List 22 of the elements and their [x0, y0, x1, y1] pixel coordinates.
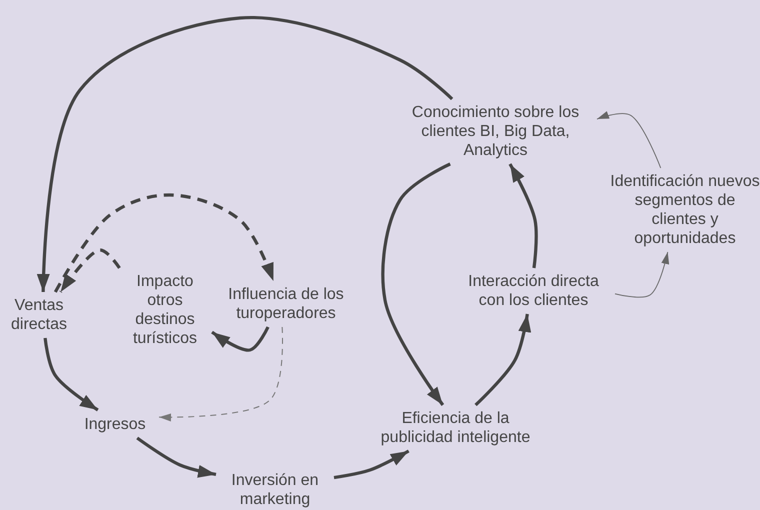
- variable-text: Conocimiento sobre los clientes BI, Big Data, Analytics: [410, 103, 580, 160]
- arrow: [381, 162, 451, 406]
- variable-text: Inversión en marketing: [230, 471, 320, 509]
- variable-text: Interacción directa con los clientes: [467, 272, 600, 310]
- arrow: [596, 111, 662, 168]
- arrow: [474, 314, 532, 406]
- variable-text: Identificación nuevos segmentos de clientes y oportunidades: [610, 172, 760, 248]
- arrow: [211, 326, 270, 352]
- arrow: [136, 436, 216, 478]
- dashed-arrow: [158, 326, 283, 422]
- dashed-arrow: [59, 248, 121, 293]
- dashed-arrow: [54, 193, 275, 293]
- variable-text: Ventas directas: [10, 296, 68, 334]
- variable-text: Eficiencia de la publicidad inteligente: [380, 409, 532, 447]
- arrow: [44, 338, 99, 412]
- arrow: [334, 450, 410, 480]
- arrow: [508, 163, 538, 268]
- arrow: [614, 252, 670, 298]
- variable-text: Impacto otros destinos turísticos: [132, 272, 198, 348]
- variable-text: Influencia de los turoperadores: [227, 285, 345, 323]
- variable-text: Ingresos: [84, 414, 146, 434]
- arrow: [36, 16, 454, 292]
